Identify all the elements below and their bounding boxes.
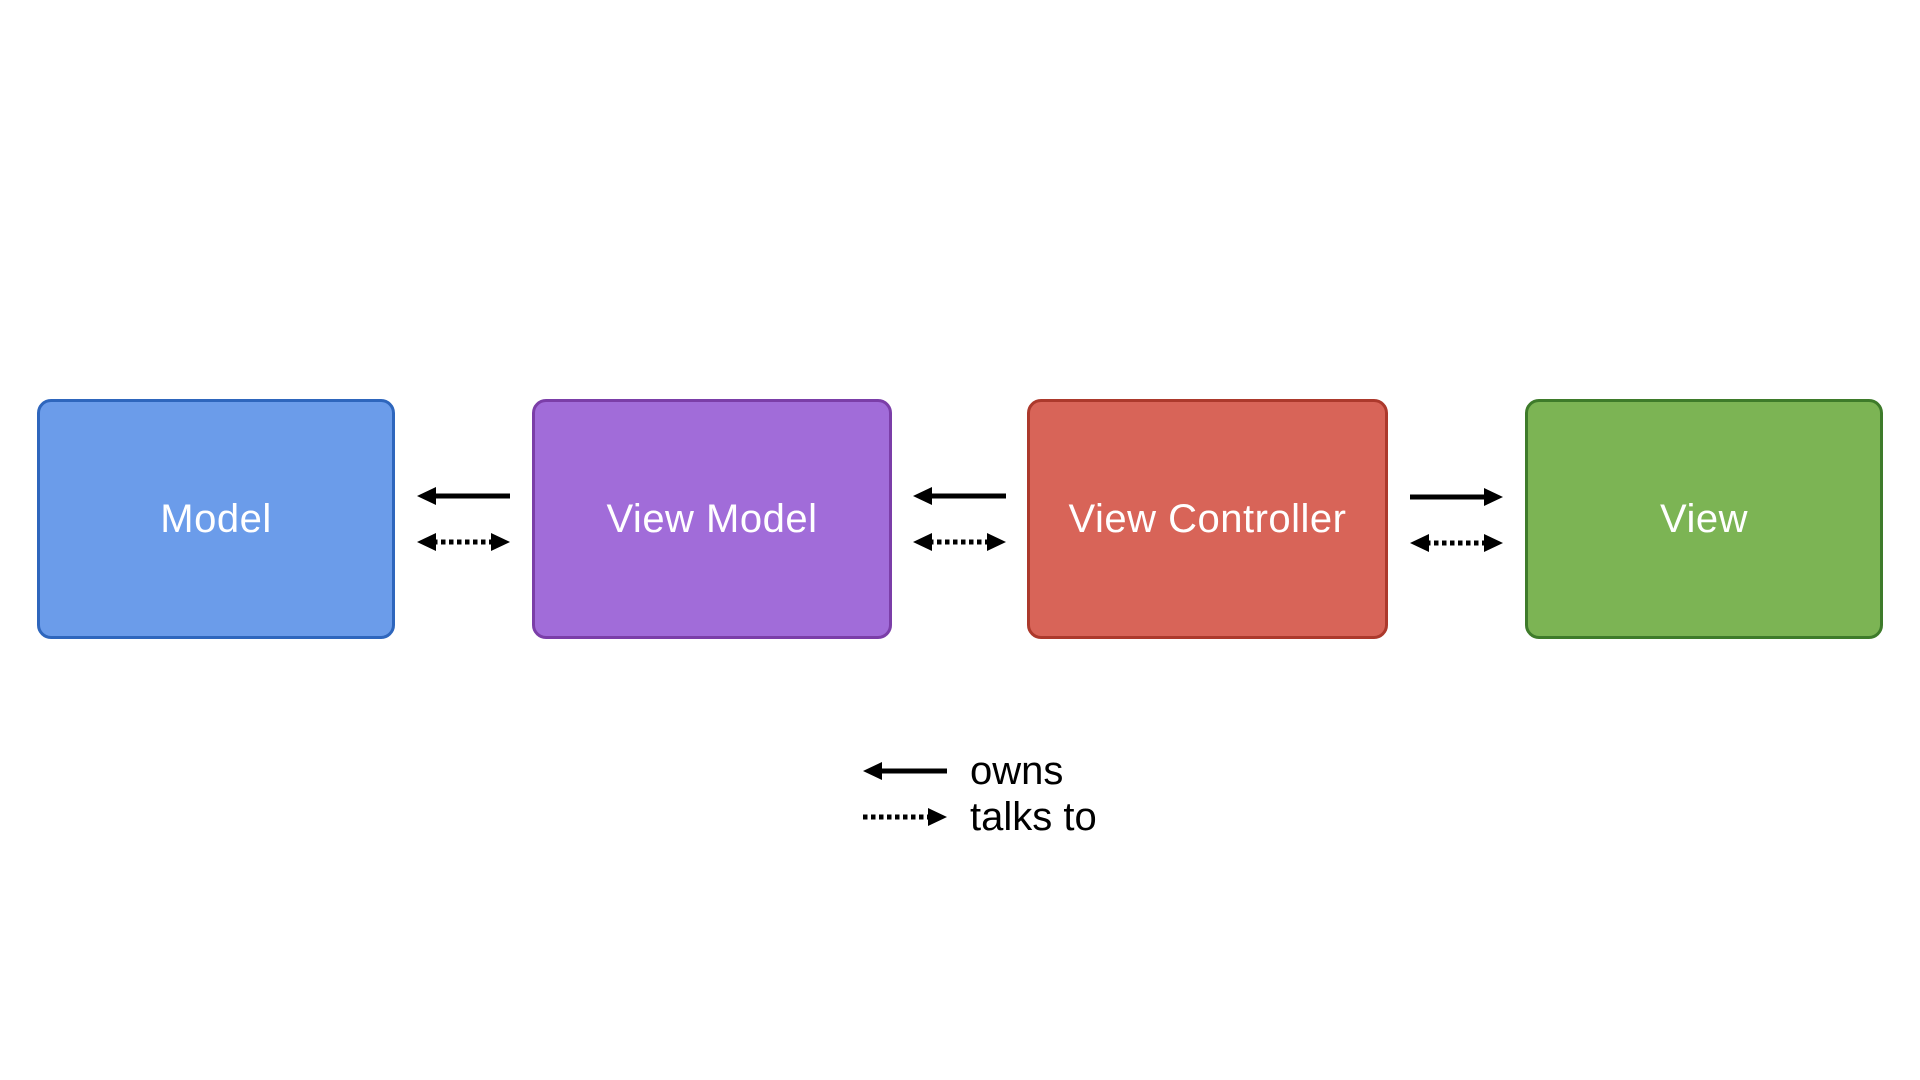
legend-talks-to-arrow bbox=[863, 808, 947, 826]
legend-owns-label: owns bbox=[970, 749, 1064, 793]
view-box: View bbox=[1525, 399, 1883, 639]
talks-to-arrow-viewmodel-viewcontroller bbox=[913, 533, 1006, 551]
owns-arrow-viewcontroller-to-view bbox=[1410, 488, 1503, 506]
legend-talks-to-label: talks to bbox=[970, 795, 1097, 839]
view-model-label: View Model bbox=[606, 496, 818, 541]
talks-to-arrow-viewcontroller-view bbox=[1410, 534, 1503, 552]
owns-arrow-viewmodel-to-model bbox=[417, 487, 510, 505]
legend-owns-arrow bbox=[863, 762, 947, 780]
view-controller-label: View Controller bbox=[1068, 496, 1347, 541]
model-label: Model bbox=[160, 496, 272, 541]
model-box: Model bbox=[37, 399, 395, 639]
view-controller-box: View Controller bbox=[1027, 399, 1388, 639]
talks-to-arrow-model-viewmodel bbox=[417, 533, 510, 551]
owns-arrow-viewcontroller-to-viewmodel bbox=[913, 487, 1006, 505]
view-model-box: View Model bbox=[532, 399, 892, 639]
view-label: View bbox=[1660, 496, 1748, 541]
